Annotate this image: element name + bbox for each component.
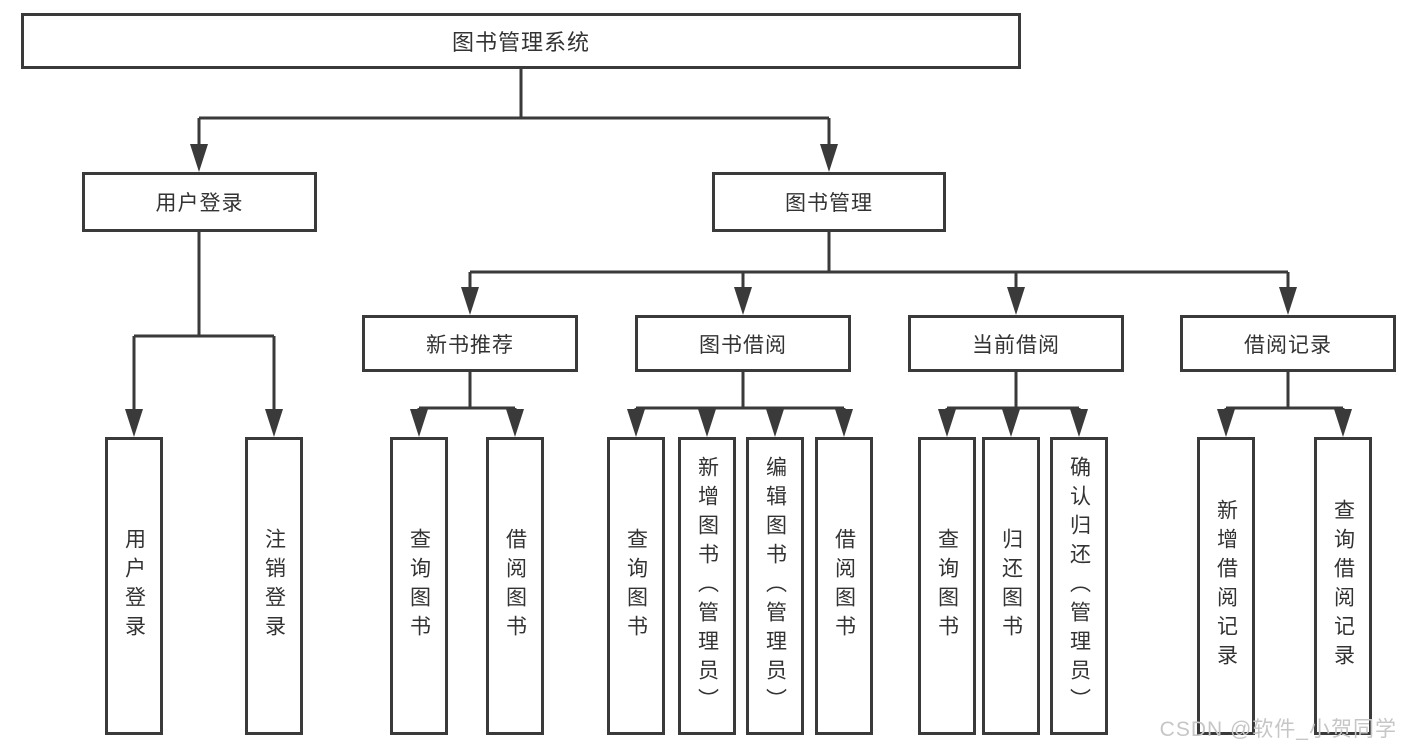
diagram-node-current-borrow: 当前借阅 [908,315,1124,372]
diagram-node-add-books-admin: 新增图书（管理员） [678,437,736,735]
arrowhead-icon [190,144,208,172]
arrowhead-icon [1070,409,1088,437]
node-label: 借阅记录 [1244,333,1332,357]
diagram-node-edit-books-admin: 编辑图书（管理员） [746,437,804,735]
node-label: 图书管理系统 [451,30,590,55]
diagram-node-query-books-1: 查询图书 [390,437,448,735]
diagram-node-add-borrow-record: 新增借阅记录 [1197,437,1255,735]
diagram-node-return-books: 归还图书 [982,437,1040,735]
diagram-node-user-login-leaf: 用户登录 [105,437,163,735]
diagram-node-borrow-records: 借阅记录 [1180,315,1396,372]
node-label: 借阅图书 [832,528,856,644]
arrowhead-icon [835,409,853,437]
diagram-node-confirm-return-admin: 确认归还（管理员） [1050,437,1108,735]
diagram-node-logout-leaf: 注销登录 [245,437,303,735]
arrowhead-icon [1279,287,1297,315]
diagram-node-query-books-2: 查询图书 [607,437,665,735]
arrowhead-icon [125,409,143,437]
arrowhead-icon [1217,409,1235,437]
arrowhead-icon [1334,409,1352,437]
arrowhead-icon [265,409,283,437]
node-label: 新增借阅记录 [1214,499,1238,673]
node-label: 查询图书 [935,528,959,644]
diagram-node-query-books-3: 查询图书 [918,437,976,735]
arrowhead-icon [1002,409,1020,437]
node-label: 查询图书 [624,528,648,644]
arrowhead-icon [627,409,645,437]
node-label: 确认归还（管理员） [1067,455,1091,717]
diagram-node-root: 图书管理系统 [21,13,1021,69]
diagram-node-new-book-recommend: 新书推荐 [362,315,578,372]
csdn-watermark: CSDN @软件_小贺同学 [1159,718,1397,741]
arrowhead-icon [820,144,838,172]
node-label: 用户登录 [122,528,146,644]
node-label: 编辑图书（管理员） [763,455,787,717]
node-label: 图书借阅 [699,333,787,357]
node-label: 借阅图书 [503,528,527,644]
arrowhead-icon [461,287,479,315]
arrowhead-icon [938,409,956,437]
node-label: 当前借阅 [972,333,1060,357]
node-label: 图书管理 [785,192,873,215]
arrowhead-icon [1007,287,1025,315]
node-label: 注销登录 [262,528,286,644]
diagram-node-borrow-books-1: 借阅图书 [486,437,544,735]
node-label: 新书推荐 [426,333,514,357]
diagram-node-book-borrow: 图书借阅 [635,315,851,372]
diagram-node-user-login-branch: 用户登录 [82,172,317,232]
node-label: 查询借阅记录 [1331,499,1355,673]
diagram-node-book-management: 图书管理 [712,172,946,232]
arrowhead-icon [698,409,716,437]
arrowhead-icon [734,287,752,315]
node-label: 归还图书 [999,528,1023,644]
node-label: 查询图书 [407,528,431,644]
node-label: 新增图书（管理员） [695,455,719,717]
diagram-node-query-borrow-record: 查询借阅记录 [1314,437,1372,735]
node-label: 用户登录 [155,192,244,215]
arrowhead-icon [410,409,428,437]
diagram-node-borrow-books-2: 借阅图书 [815,437,873,735]
arrowhead-icon [506,409,524,437]
arrowhead-icon [766,409,784,437]
